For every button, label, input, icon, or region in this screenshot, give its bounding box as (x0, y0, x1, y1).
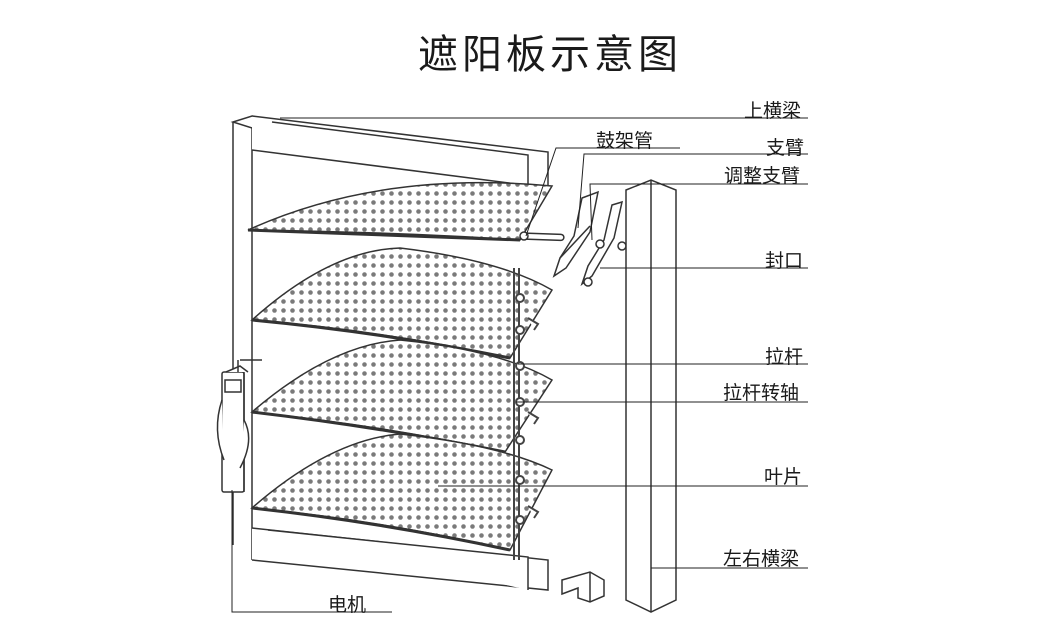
label-support-arm: 支臂 (766, 137, 805, 159)
leader-motor (231, 490, 392, 613)
left-post (230, 115, 275, 560)
blade-1 (247, 181, 554, 242)
bracket (561, 571, 605, 603)
support-arm (552, 190, 600, 278)
adjust-arm (580, 200, 627, 287)
label-drum-tube: 鼓架管 (596, 130, 654, 152)
leader-drum-tube (525, 147, 680, 237)
leader-support-arm (577, 153, 808, 229)
label-end-cap: 封口 (765, 250, 804, 272)
label-blade: 叶片 (764, 466, 803, 488)
blade-4 (250, 433, 554, 552)
leader-adjust-arm (589, 183, 808, 241)
drum-tube (519, 231, 565, 242)
label-top-beam: 上横梁 (744, 100, 802, 122)
pull-rod (513, 268, 540, 560)
label-adjust-arm: 调整支臂 (724, 165, 801, 187)
diagram-title: 遮阳板示意图 (418, 32, 682, 78)
label-pull-rod: 拉杆 (765, 346, 804, 368)
motor (216, 359, 262, 493)
top-beam (251, 115, 549, 189)
label-motor: 电机 (328, 594, 367, 616)
bottom-beam (251, 527, 549, 591)
label-side-beam: 左右横梁 (723, 548, 800, 570)
leader-lines (231, 117, 808, 613)
side-beam (625, 179, 677, 613)
label-pull-rod-pivot: 拉杆转轴 (723, 382, 800, 404)
